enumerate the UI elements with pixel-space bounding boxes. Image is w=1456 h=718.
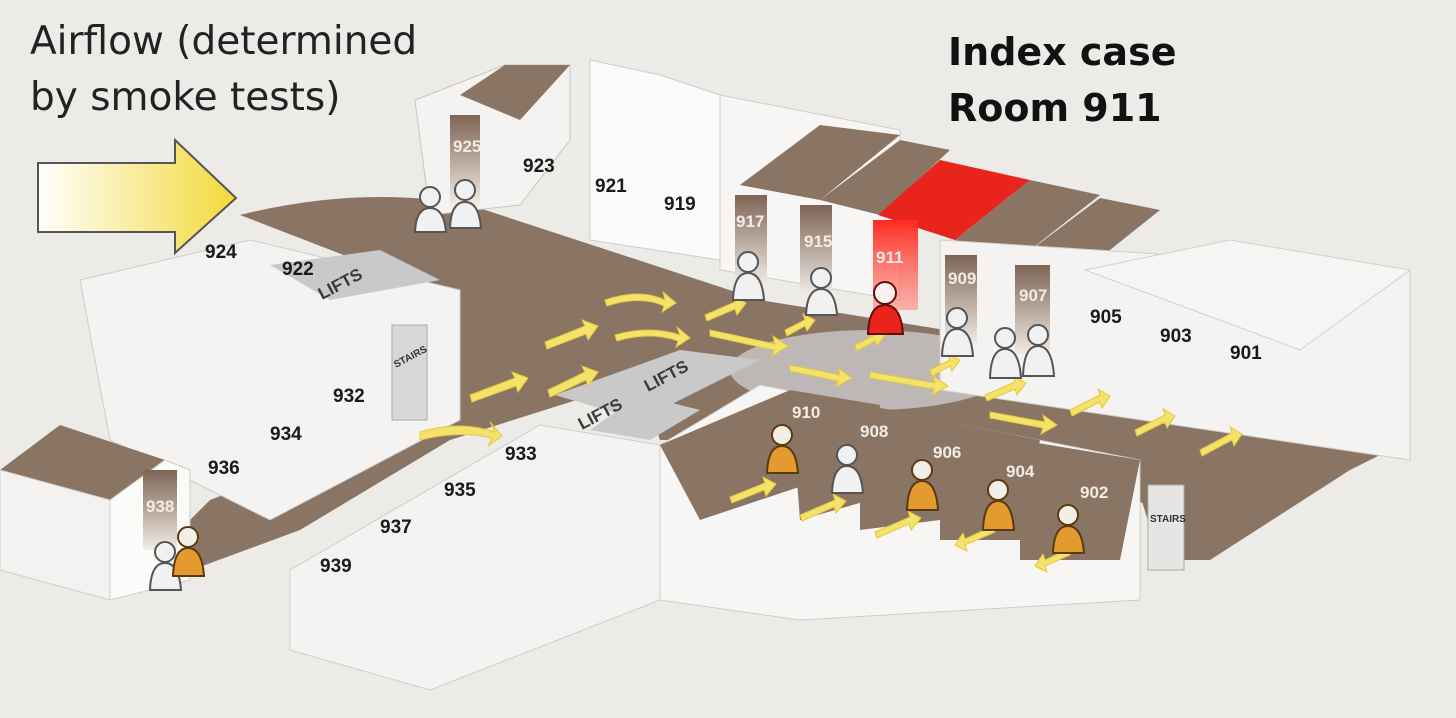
room-939-label: 939 [320, 556, 352, 577]
room-910-label: 910 [792, 403, 820, 422]
person-icon [940, 307, 975, 357]
infected-guests [171, 424, 1086, 577]
index-caption-line1: Index case [948, 30, 1177, 74]
room-904-label: 904 [1006, 462, 1035, 481]
room-907-label: 907 [1019, 286, 1047, 305]
person-icon [830, 444, 865, 494]
north-room-row [414, 59, 1412, 461]
index-patient [866, 281, 905, 335]
person-icon [731, 251, 766, 301]
airflow-caption-line1: Airflow (determined [30, 19, 418, 64]
room-919-label: 919 [664, 194, 696, 215]
person-icon [804, 267, 839, 316]
room-909-label: 909 [948, 269, 976, 288]
room-922-label: 922 [282, 259, 314, 280]
room-901-label: 901 [1230, 343, 1262, 364]
person-icon [1051, 504, 1086, 554]
room-911-label: 911 [876, 248, 903, 267]
room-902-label: 902 [1080, 483, 1108, 502]
room-924-label: 924 [205, 242, 237, 263]
person-icon [148, 541, 183, 591]
person-icon [1021, 324, 1056, 377]
person-icon [905, 459, 940, 511]
west-room-block [0, 239, 461, 601]
person-icon [413, 186, 448, 233]
room-905-label: 905 [1090, 307, 1122, 328]
room-917-label: 917 [736, 212, 764, 231]
room-932-label: 932 [333, 386, 365, 407]
room-936-label: 936 [208, 458, 240, 479]
room-921-label: 921 [595, 176, 627, 197]
stairs-sign: STAIRS [1150, 514, 1186, 525]
person-icon [765, 424, 800, 474]
room-933-label: 933 [505, 444, 537, 465]
airflow-caption-line2: by smoke tests) [30, 75, 341, 120]
person-icon [981, 479, 1016, 531]
room-903-label: 903 [1160, 326, 1192, 347]
person-icon [171, 526, 206, 577]
person-icon [988, 327, 1023, 379]
healthy-guests [148, 179, 1056, 591]
room-915-label: 915 [804, 232, 832, 251]
room-906-label: 906 [933, 443, 961, 462]
airflow-caption: Airflow (determined by smoke tests) [30, 14, 417, 126]
room-923-label: 923 [523, 156, 555, 177]
room-938-label: 938 [146, 497, 174, 516]
room-937-label: 937 [380, 517, 412, 538]
room-908-label: 908 [860, 422, 888, 441]
airflow-big-arrow [37, 137, 238, 256]
room-934-label: 934 [270, 424, 302, 445]
room-935-label: 935 [444, 480, 476, 501]
room-925-label: 925 [453, 137, 481, 156]
index-caption-line2: Room 911 [948, 86, 1162, 130]
person-icon [448, 179, 483, 229]
